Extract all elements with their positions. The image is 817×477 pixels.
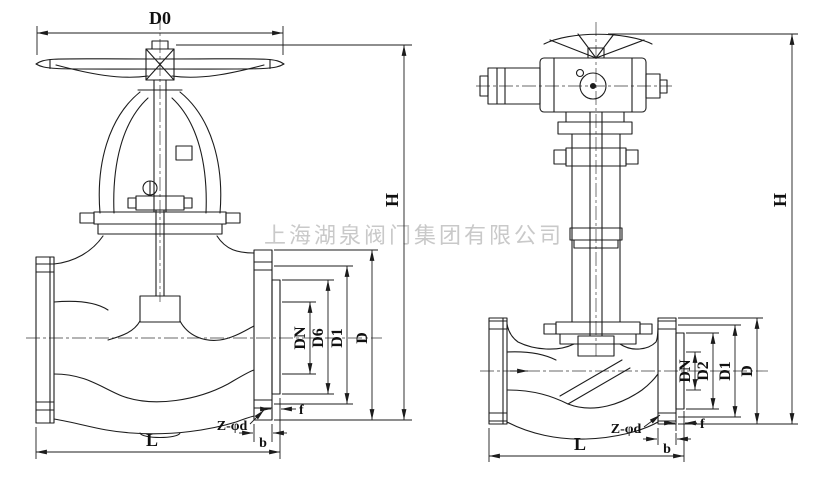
dim-label-dn-left: DN <box>292 326 309 350</box>
electric-valve-dimensions <box>488 33 798 462</box>
dim-label-d-right: D <box>739 365 756 377</box>
electric-valve-centerlines <box>476 22 768 372</box>
dim-label-bolt-holes-right: Z-φd <box>611 422 642 437</box>
dim-label-b-right: b <box>663 442 671 457</box>
manual-valve-figure <box>35 40 285 439</box>
dim-label-b-left: b <box>259 436 267 451</box>
dim-label-f-right: f <box>700 417 705 432</box>
dim-label-f-left: f <box>299 403 304 418</box>
dim-label-d2-right: D2 <box>695 361 712 381</box>
dim-label-d-left: D <box>354 332 371 344</box>
dim-label-bolt-holes-left: Z-φd <box>217 419 248 434</box>
dim-label-d1-right: D1 <box>717 361 734 381</box>
dim-label-h-right: H <box>770 193 790 207</box>
dim-label-l-left: L <box>146 430 158 450</box>
dim-label-h-left: H <box>382 193 402 207</box>
dim-label-dn-right: DN <box>677 359 694 383</box>
manual-valve-dimensions <box>35 26 412 459</box>
electric-valve-figure <box>479 33 685 440</box>
manual-valve-centerlines <box>26 16 382 339</box>
dim-label-d6-left: D6 <box>310 328 327 348</box>
dim-label-l-right: L <box>574 434 586 454</box>
dim-label-d1-left: D1 <box>329 328 346 348</box>
dim-label-d0: D0 <box>149 8 171 28</box>
company-watermark: 上海湖泉阀门集团有限公司 <box>264 223 564 248</box>
